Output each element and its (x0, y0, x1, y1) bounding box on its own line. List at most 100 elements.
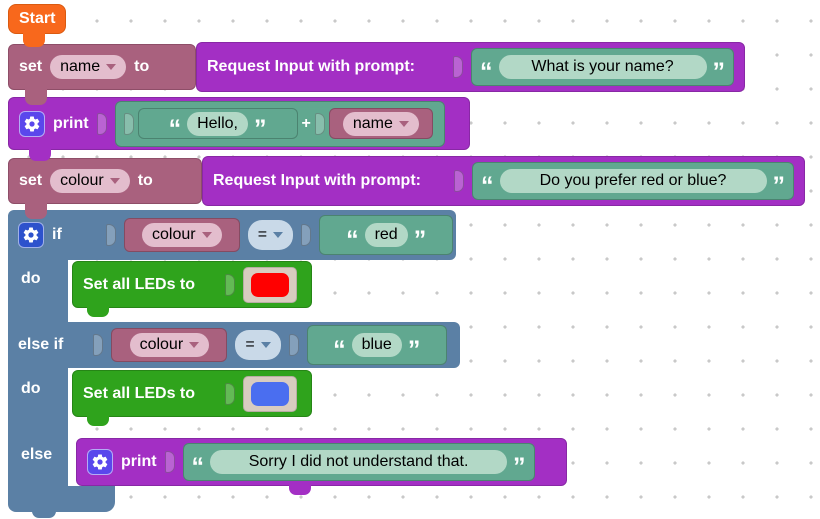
start-block[interactable]: Start (8, 4, 66, 47)
string-field[interactable]: What is your name? (498, 55, 707, 79)
prompt-string-block-1[interactable]: “ What is your name? ” (471, 48, 734, 86)
colour-swatch-red[interactable] (251, 272, 289, 297)
request-input-block-2[interactable]: Request Input with prompt: “ Do you pref… (202, 156, 805, 206)
set-colour-block[interactable]: set colour to (8, 158, 202, 219)
variable-block-name[interactable]: name (328, 108, 433, 139)
string-value: Hello, (197, 114, 238, 132)
input-connector (454, 170, 464, 192)
quote-open-icon: “ (346, 226, 359, 254)
variable-dropdown-name[interactable]: name (342, 111, 419, 136)
string-field[interactable]: blue (351, 333, 402, 357)
quote-close-icon: ” (772, 172, 786, 200)
colour-picker-block[interactable] (243, 266, 297, 303)
prompt-string-block-2[interactable]: “ Do you prefer red or blue? ” (472, 162, 794, 200)
quote-open-icon: “ (191, 453, 205, 481)
input-connector (225, 273, 235, 296)
equals-dropdown[interactable]: = (247, 220, 294, 250)
input-connector (301, 224, 312, 246)
print-label: print (121, 453, 157, 470)
to-label: to (137, 172, 153, 189)
connector-tab (25, 87, 47, 105)
join-text-block[interactable]: “ Hello, ” + name (114, 100, 445, 147)
string-value: What is your name? (531, 58, 674, 75)
chevron-down-icon (189, 342, 200, 348)
print-block-2[interactable]: print “ Sorry I did not understand that.… (76, 438, 567, 495)
set-all-leds-label: Set all LEDs to (83, 384, 196, 402)
start-label: Start (19, 10, 56, 27)
variable-block-colour[interactable]: colour (111, 328, 228, 362)
else-label: else (21, 446, 53, 463)
set-name-block[interactable]: set name to (8, 44, 196, 105)
quote-open-icon: “ (168, 114, 182, 143)
else-if-header-block[interactable]: else if colour = “ blue ” (8, 322, 460, 368)
set-all-leds-label: Set all LEDs to (83, 275, 196, 293)
quote-open-icon: “ (481, 172, 494, 200)
if-block-bottom[interactable] (8, 486, 115, 518)
equals-label: = (245, 336, 255, 353)
print-block-1[interactable]: print “ Hello, ” + name (8, 97, 470, 161)
connector-tab (29, 147, 51, 161)
connector-tab (289, 483, 311, 495)
set-label: set (19, 58, 43, 75)
input-connector (105, 224, 116, 246)
set-label: set (19, 172, 43, 189)
quote-open-icon: “ (480, 58, 493, 86)
input-connector (96, 112, 107, 135)
equals-dropdown[interactable]: = (235, 330, 281, 360)
print-label: print (53, 114, 89, 132)
if-header-block[interactable]: if colour = “ red ” (8, 210, 456, 260)
quote-close-icon: ” (413, 226, 427, 254)
colour-swatch-blue[interactable] (251, 381, 289, 406)
to-label: to (134, 58, 150, 75)
chevron-down-icon (398, 120, 409, 127)
variable-dropdown-colour[interactable]: colour (129, 333, 210, 357)
input-connector (93, 334, 104, 356)
set-leds-block-red[interactable]: Set all LEDs to (72, 261, 312, 317)
if-else-block-spine[interactable]: do do else (8, 260, 68, 488)
plus-operator: + (301, 114, 311, 132)
do-label: do (21, 270, 41, 287)
string-value: Sorry I did not understand that. (248, 453, 469, 470)
request-input-label: Request Input with prompt: (207, 58, 415, 75)
string-field[interactable]: Do you prefer red or blue? (499, 169, 767, 193)
input-connector (164, 451, 175, 473)
input-connector (453, 56, 463, 78)
request-input-label: Request Input with prompt: (213, 172, 421, 189)
input-connector (123, 112, 134, 135)
string-field[interactable]: red (364, 223, 408, 247)
variable-dropdown-colour[interactable]: colour (50, 169, 130, 193)
inner-string-block[interactable]: “ Hello, ” (137, 108, 298, 143)
quote-close-icon: ” (513, 453, 526, 481)
variable-block-colour[interactable]: colour (123, 218, 240, 252)
variable-dropdown-label: name (60, 58, 101, 75)
quote-close-icon: ” (254, 114, 267, 143)
string-block-blue[interactable]: “ blue ” (306, 325, 447, 365)
input-connector (288, 334, 299, 356)
chevron-down-icon (260, 342, 271, 348)
connector-tab (87, 414, 109, 426)
string-field[interactable]: Sorry I did not understand that. (210, 450, 508, 474)
gear-icon[interactable] (87, 449, 113, 475)
string-block-sorry[interactable]: “ Sorry I did not understand that. ” (182, 443, 535, 481)
variable-dropdown-colour[interactable]: colour (141, 223, 222, 247)
variable-dropdown-label: name (352, 114, 393, 132)
gear-icon[interactable] (19, 110, 45, 137)
do-label: do (21, 380, 41, 397)
quote-open-icon: “ (333, 336, 346, 364)
string-value: blue (361, 336, 392, 353)
chevron-down-icon (201, 232, 212, 238)
variable-dropdown-label: colour (151, 226, 196, 243)
quote-close-icon: ” (712, 58, 726, 86)
string-field[interactable]: Hello, (187, 111, 248, 136)
chevron-down-icon (273, 232, 284, 238)
set-leds-block-blue[interactable]: Set all LEDs to (72, 370, 312, 426)
string-block-red[interactable]: “ red ” (319, 215, 454, 255)
gear-icon[interactable] (18, 222, 44, 248)
connector-tab (23, 31, 45, 47)
request-input-block-1[interactable]: Request Input with prompt: “ What is you… (196, 42, 745, 92)
input-connector (314, 112, 325, 135)
colour-picker-block[interactable] (243, 375, 297, 412)
variable-dropdown-name[interactable]: name (50, 55, 127, 79)
input-connector (225, 382, 235, 405)
